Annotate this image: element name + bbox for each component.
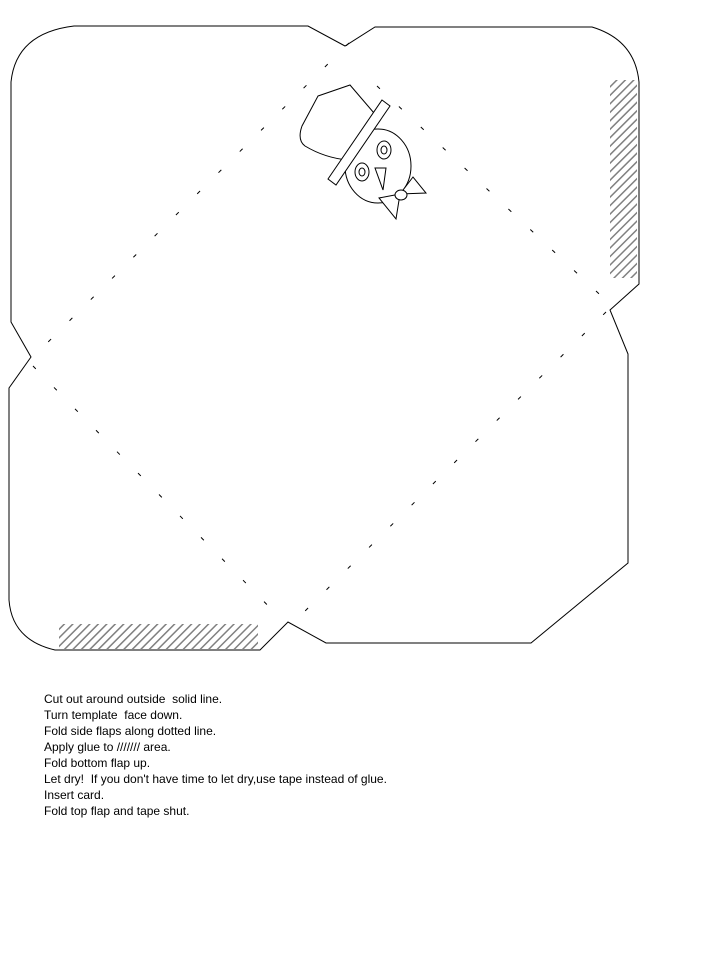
instruction-step: Fold top flap and tape shut. — [44, 804, 190, 818]
snowman-illustration — [299, 84, 428, 221]
bowtie-wing-left — [378, 193, 401, 221]
instructions-list: Cut out around outside solid line. Turn … — [44, 691, 387, 819]
instruction-step: Insert card. — [44, 788, 105, 802]
glue-area-right — [610, 80, 637, 278]
glue-area-bottom — [59, 624, 258, 649]
instruction-step: Turn template face down. — [44, 708, 183, 722]
fold-line-bottom-right — [291, 311, 607, 625]
cut-line-outline — [8, 25, 640, 651]
instruction-step: Fold bottom flap up. — [44, 756, 151, 770]
top-hat-brim — [327, 99, 391, 186]
bowtie-knot — [394, 189, 408, 201]
fold-line-top-right — [376, 85, 613, 307]
snowman-pupil-left — [358, 167, 366, 177]
instruction-step: Apply glue to /////// area. — [44, 740, 171, 754]
fold-line-bottom-left — [32, 365, 286, 624]
instruction-step: Fold side flaps along dotted line. — [44, 724, 217, 738]
instruction-step: Let dry! If you don't have time to let d… — [44, 772, 387, 786]
snowman-nose — [374, 167, 387, 191]
instruction-step: Cut out around outside solid line. — [44, 692, 223, 706]
envelope-template — [8, 25, 640, 651]
snowman-pupil-right — [380, 145, 388, 155]
bowtie-wing-right — [398, 176, 428, 195]
fold-line-top-left — [29, 42, 350, 361]
